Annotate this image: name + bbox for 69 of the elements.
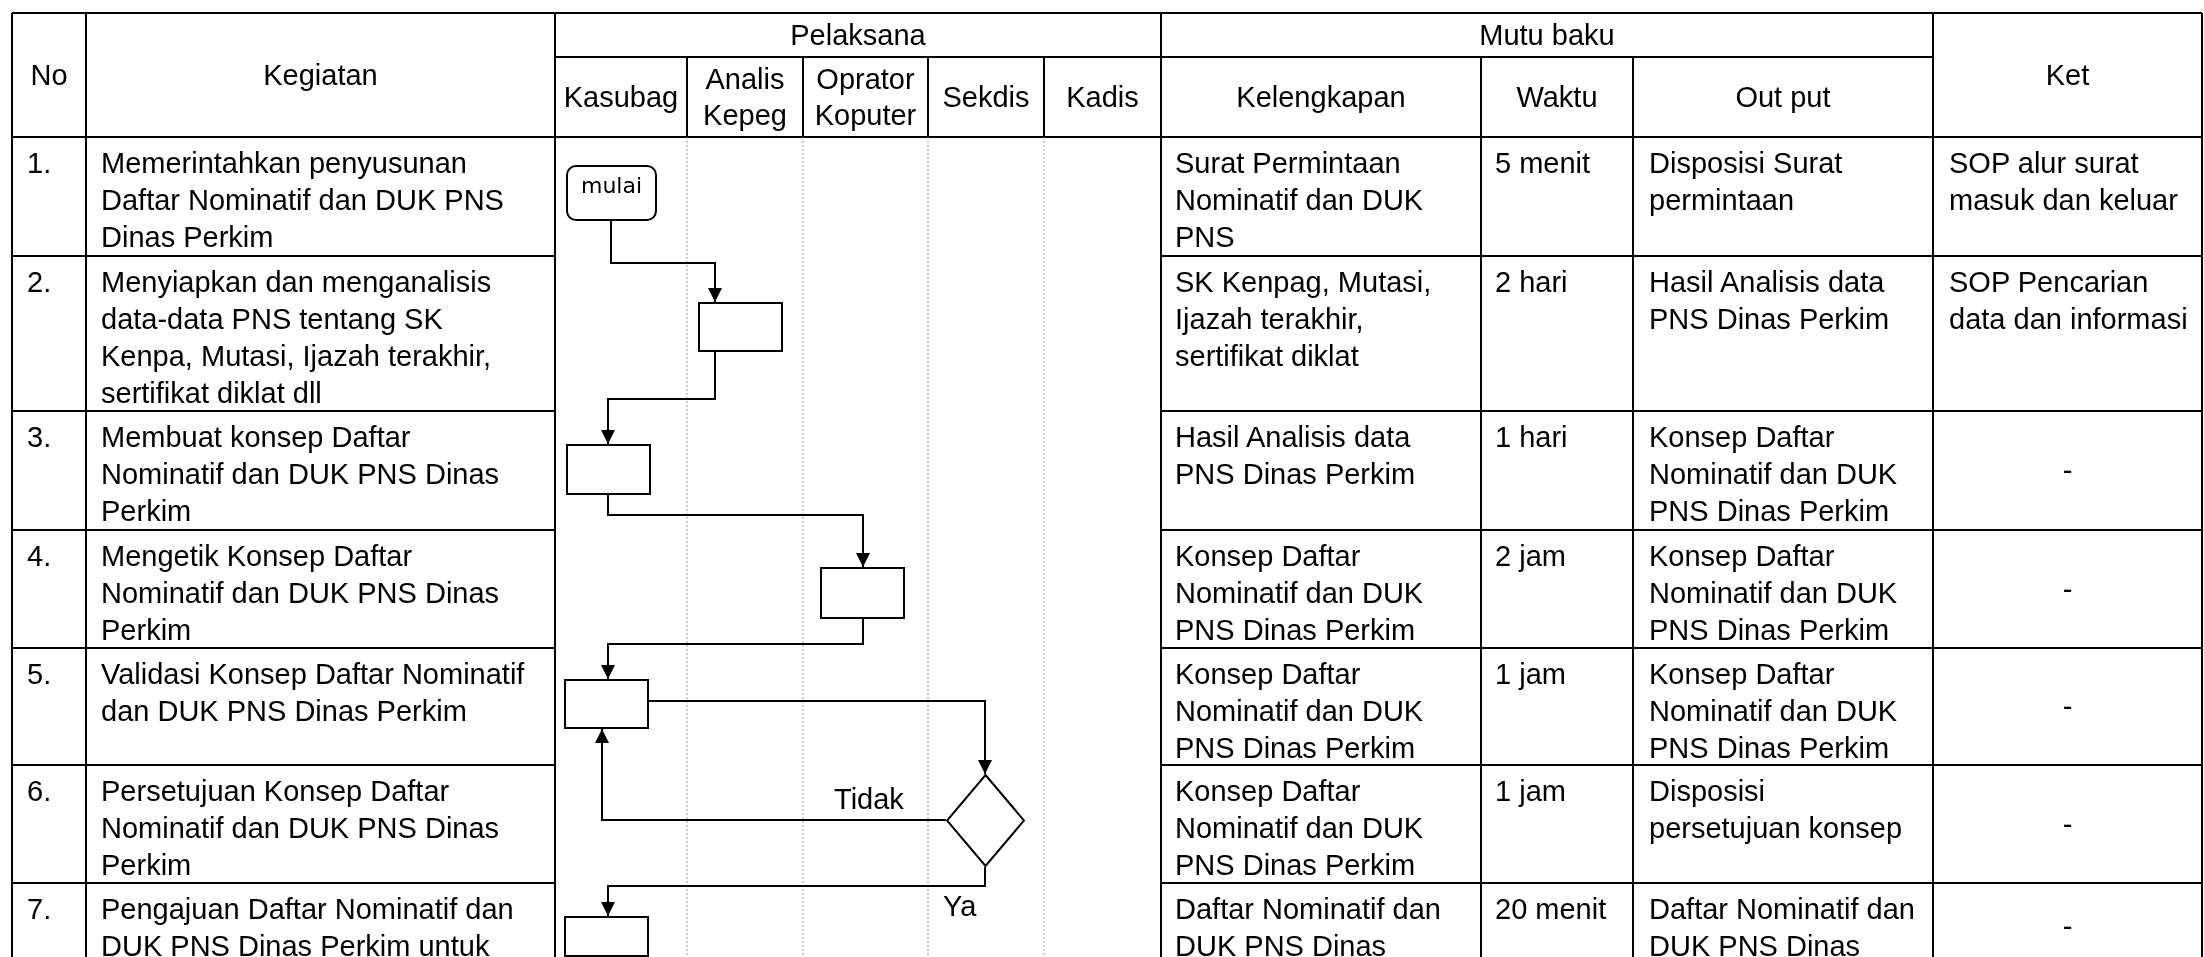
- row-number: 4.: [27, 539, 52, 574]
- start-terminator: mulai: [566, 165, 657, 221]
- row-number: 6.: [27, 774, 52, 809]
- requirement-text: Konsep Daftar Nominatif dan DUK PNS Dinas Perkim: [1175, 774, 1425, 883]
- output-text: Daftar Nominatif dan DUK PNS Dinas: [1649, 892, 1916, 957]
- requirement-text: Konsep Daftar Nominatif dan DUK PNS Dinas Perkim: [1175, 539, 1425, 648]
- output-text: Konsep Daftar Nominatif dan DUK PNS Dinas Perkim: [1649, 657, 1899, 766]
- activity-text: Validasi Konsep Daftar Nominatif dan DUK PNS Dinas Perkim: [101, 657, 526, 729]
- activity-text: Menyiapkan dan menganalisis data-data PNS tentang SK Kenpa, Mutasi, Ijazah terakhir, sertifikat diklat dll: [101, 265, 493, 411]
- row-number: 7.: [27, 892, 52, 927]
- process-box: [564, 916, 649, 957]
- requirement-text: Konsep Daftar Nominatif dan DUK PNS Dinas Perkim: [1175, 657, 1425, 766]
- duration-text: 1 hari: [1495, 420, 1568, 455]
- output-text: Disposisi persetujuan konsep: [1649, 774, 1904, 846]
- output-text: Konsep Daftar Nominatif dan DUK PNS Dinas Perkim: [1649, 539, 1899, 648]
- column-header: Ket: [2045, 58, 2090, 93]
- requirement-text: SK Kenpag, Mutasi, Ijazah terakhir, sertifikat diklat: [1175, 265, 1433, 374]
- row-number: 5.: [27, 657, 52, 692]
- column-header: Analis Kepeg: [702, 62, 788, 133]
- column-header: Oprator Koputer: [813, 62, 918, 133]
- arrow: [610, 220, 722, 303]
- process-box: [566, 444, 651, 495]
- column-header: Out put: [1735, 80, 1831, 115]
- remark-text: -: [2062, 806, 2073, 842]
- arrow: [607, 494, 870, 568]
- arrow: [595, 728, 947, 821]
- remark-text: -: [2062, 908, 2073, 944]
- arrow: [601, 866, 986, 917]
- duration-text: 20 menit: [1495, 892, 1607, 927]
- row-number: 2.: [27, 265, 52, 300]
- requirement-text: Surat Permintaan Nominatif dan DUK PNS: [1175, 146, 1425, 255]
- activity-text: Memerintahkan penyusunan Daftar Nominatif dan DUK PNS Dinas Perkim: [101, 146, 505, 255]
- decision-diamond: [946, 774, 1025, 867]
- output-text: Hasil Analisis data PNS Dinas Perkim: [1649, 265, 1891, 337]
- activity-text: Membuat konsep Daftar Nominatif dan DUK PNS Dinas Perkim: [101, 420, 501, 529]
- column-header: Kadis: [1066, 80, 1139, 115]
- row-number: 1.: [27, 146, 52, 181]
- activity-text: Persetujuan Konsep Daftar Nominatif dan DUK PNS Dinas Perkim: [101, 774, 501, 883]
- remark-text: -: [2062, 571, 2073, 607]
- duration-text: 2 jam: [1495, 539, 1566, 574]
- duration-text: 2 hari: [1495, 265, 1568, 300]
- column-header: Mutu baku: [1479, 18, 1615, 53]
- column-header: Sekdis: [942, 80, 1030, 115]
- remark-text: -: [2062, 453, 2073, 488]
- activity-text: Mengetik Konsep Daftar Nominatif dan DUK PNS Dinas Perkim: [101, 539, 501, 648]
- process-box: [698, 302, 783, 352]
- arrow: [601, 351, 716, 445]
- requirement-text: Hasil Analisis data PNS Dinas Perkim: [1175, 420, 1417, 492]
- output-text: Disposisi Surat permintaan: [1649, 146, 1844, 218]
- remark-text: -: [2062, 689, 2073, 724]
- duration-text: 1 jam: [1495, 774, 1566, 809]
- duration-text: 1 jam: [1495, 657, 1566, 692]
- column-header: Pelaksana: [790, 18, 926, 53]
- column-header: Kegiatan: [263, 58, 378, 93]
- column-header: Kelengkapan: [1236, 80, 1406, 115]
- column-header: Waktu: [1516, 80, 1598, 115]
- process-box: [564, 679, 649, 729]
- arrow: [648, 700, 992, 775]
- process-box: [820, 567, 905, 619]
- output-text: Konsep Daftar Nominatif dan DUK PNS Dinas Perkim: [1649, 420, 1899, 529]
- column-header: Kasubag: [563, 80, 679, 115]
- duration-text: 5 menit: [1495, 146, 1591, 181]
- requirement-text: Daftar Nominatif dan DUK PNS Dinas: [1175, 892, 1442, 957]
- remark-text: SOP alur surat masuk dan keluar: [1949, 146, 2179, 218]
- arrow: [601, 618, 864, 680]
- column-header: No: [30, 58, 68, 93]
- row-number: 3.: [27, 420, 52, 455]
- remark-text: SOP Pencarian data dan informasi: [1949, 265, 2189, 337]
- activity-text: Pengajuan Daftar Nominatif dan DUK PNS Dinas Perkim untuk: [101, 892, 515, 957]
